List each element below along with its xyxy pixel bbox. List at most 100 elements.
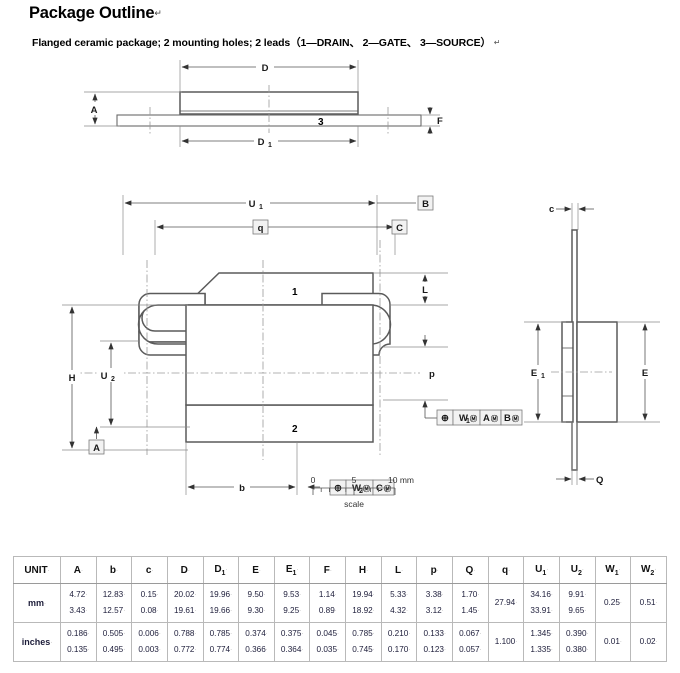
feature-control-frame-position-w1: ⊕ W 1 Ⓜ A Ⓜ B Ⓜ bbox=[424, 409, 523, 426]
paragraph-mark-icon: ↵ bbox=[493, 38, 501, 47]
table-body: mm·4.72·3.43·12.83·12.57·0.15·0.08·20.02… bbox=[13, 583, 667, 662]
datum-label-b: B bbox=[422, 199, 429, 210]
dimension-table-container: UNIT· A·b·c·D·D1·E·E1·F·H·L·p·Q·q·U1·U2·… bbox=[13, 556, 667, 662]
dimension-label-d1-sub: 1 bbox=[268, 142, 272, 149]
table-header-u1: U1· bbox=[523, 556, 560, 584]
lead-number-2: 2 bbox=[292, 424, 298, 435]
table-cell-q: 1.100· bbox=[487, 622, 525, 662]
dimension-label-u1-sub: 1 bbox=[259, 204, 263, 211]
table-cell-u1: 1.345·1.335· bbox=[523, 622, 560, 662]
tolerance-label-w2-sub: 2 bbox=[359, 488, 363, 495]
table-cell-c: 0.15·0.08· bbox=[131, 583, 168, 623]
scale-tick-label-0: 0 bbox=[311, 475, 316, 485]
table-cell-w1: 0.01· bbox=[594, 622, 632, 662]
table-cell-q: 27.94· bbox=[487, 583, 525, 623]
datum-ref-c: C bbox=[376, 483, 383, 494]
paragraph-mark-icon: ↵ bbox=[154, 8, 162, 18]
table-cell-q: 1.70·1.45· bbox=[452, 583, 489, 623]
package-outline-drawings: D A F 3 D 1 bbox=[0, 55, 680, 530]
table-header-c: c· bbox=[131, 556, 168, 584]
mmc-modifier-icon: Ⓜ bbox=[470, 414, 477, 423]
table-cell-d1: 0.785·0.774· bbox=[202, 622, 240, 662]
dimension-label-q: q bbox=[258, 223, 264, 234]
table-header-p: p· bbox=[416, 556, 454, 584]
table-cell-l: 0.210·0.170· bbox=[380, 622, 418, 662]
table-cell-h: 19.94·18.92· bbox=[345, 583, 382, 623]
table-cell-p: 0.133·0.123· bbox=[416, 622, 454, 662]
table-cell-u1: 34.16·33.91· bbox=[523, 583, 560, 623]
table-header-q: q· bbox=[487, 556, 525, 584]
dimension-label-b: b bbox=[239, 483, 245, 494]
mmc-modifier-icon: Ⓜ bbox=[512, 414, 519, 423]
tolerance-label-w2: W bbox=[352, 483, 361, 494]
table-cell-w2: 0.51· bbox=[630, 583, 667, 623]
package-description: Flanged ceramic package; 2 mounting hole… bbox=[32, 35, 500, 50]
mmc-modifier-icon: Ⓜ bbox=[363, 484, 370, 493]
dimension-label-l: L bbox=[422, 285, 428, 296]
table-cell-l: 5.33·4.32· bbox=[380, 583, 418, 623]
dimension-label-u2-sub: 2 bbox=[111, 376, 115, 383]
table-header-b: b· bbox=[95, 556, 133, 584]
dimension-label-e1-sub: 1 bbox=[541, 373, 545, 380]
tolerance-label-w1-sub: 1 bbox=[466, 418, 470, 425]
table-row: mm·4.72·3.43·12.83·12.57·0.15·0.08·20.02… bbox=[13, 583, 667, 623]
dimension-label-d: D bbox=[262, 63, 269, 74]
scale-tick-label-10: 10 mm bbox=[388, 475, 414, 485]
page-title: Package Outline↵ bbox=[29, 4, 162, 23]
table-header-unit: UNIT· bbox=[13, 556, 61, 584]
table-cell-unit: inches· bbox=[13, 622, 61, 662]
scale-tick-label-5: 5 bbox=[352, 475, 357, 485]
datum-ref-b: B bbox=[504, 413, 511, 424]
tolerance-label-w1: W bbox=[459, 413, 468, 424]
table-cell-d: 0.788·0.772· bbox=[166, 622, 204, 662]
dimension-label-q-end: Q bbox=[596, 475, 603, 486]
table-header-e1: E1· bbox=[273, 556, 311, 584]
lead-number-1: 1 bbox=[292, 287, 298, 298]
dimension-label-f: F bbox=[437, 116, 443, 127]
dimension-label-h: H bbox=[69, 373, 76, 384]
side-elevation-view: D A F 3 D 1 bbox=[84, 60, 443, 149]
mmc-modifier-icon: Ⓜ bbox=[384, 484, 391, 493]
table-cell-unit: mm· bbox=[13, 583, 61, 623]
position-symbol-icon: ⊕ bbox=[334, 483, 342, 494]
table-cell-c: 0.006·0.003· bbox=[131, 622, 168, 662]
table-cell-b: 0.505·0.495· bbox=[95, 622, 133, 662]
table-cell-h: 0.785·0.745· bbox=[345, 622, 382, 662]
feature-control-frame-position-w2: ⊕ W 2 Ⓜ C Ⓜ bbox=[329, 479, 395, 496]
table-cell-a: 0.186·0.135· bbox=[60, 622, 97, 662]
table-cell-e1: 0.375·0.364· bbox=[273, 622, 311, 662]
table-cell-d: 20.02·19.61· bbox=[166, 583, 204, 623]
table-header-w2: W2· bbox=[630, 556, 667, 584]
table-cell-q: 0.067·0.057· bbox=[452, 622, 489, 662]
table-header-q: Q· bbox=[452, 556, 489, 584]
table-header-w1: W1· bbox=[594, 556, 632, 584]
table-cell-e: 0.374·0.366· bbox=[238, 622, 275, 662]
table-header-h: H· bbox=[345, 556, 382, 584]
table-header-e: E· bbox=[238, 556, 275, 584]
table-cell-f: 1.14·0.89· bbox=[309, 583, 347, 623]
datum-label-a: A bbox=[93, 443, 100, 454]
datum-ref-a: A bbox=[483, 413, 490, 424]
table-cell-b: 12.83·12.57· bbox=[95, 583, 133, 623]
table-cell-f: 0.045·0.035· bbox=[309, 622, 347, 662]
dimension-label-c: c bbox=[549, 204, 554, 215]
table-cell-e: 9.50·9.30· bbox=[238, 583, 275, 623]
table-header-u2: U2· bbox=[558, 556, 596, 584]
dimension-table: UNIT· A·b·c·D·D1·E·E1·F·H·L·p·Q·q·U1·U2·… bbox=[13, 556, 667, 662]
dimension-label-u1: U bbox=[249, 199, 256, 210]
table-cell-w2: 0.02· bbox=[630, 622, 667, 662]
table-cell-u2: 0.390·0.380· bbox=[558, 622, 596, 662]
table-cell-a: 4.72·3.43· bbox=[60, 583, 97, 623]
table-header-f: F· bbox=[309, 556, 347, 584]
table-header-d: D· bbox=[166, 556, 204, 584]
table-header-l: L· bbox=[380, 556, 418, 584]
scale-bar: 0 5 10 mm scale bbox=[311, 475, 414, 509]
plan-view: U 1 B q C 1 2 bbox=[62, 195, 523, 496]
page-title-text: Package Outline bbox=[29, 4, 155, 22]
lead-number-3: 3 bbox=[318, 117, 324, 128]
package-description-text: Flanged ceramic package; 2 mounting hole… bbox=[32, 37, 491, 49]
mmc-modifier-icon: Ⓜ bbox=[491, 414, 498, 423]
table-cell-w1: 0.25· bbox=[594, 583, 632, 623]
table-header-a: A· bbox=[60, 556, 97, 584]
table-cell-e1: 9.53·9.25· bbox=[273, 583, 311, 623]
